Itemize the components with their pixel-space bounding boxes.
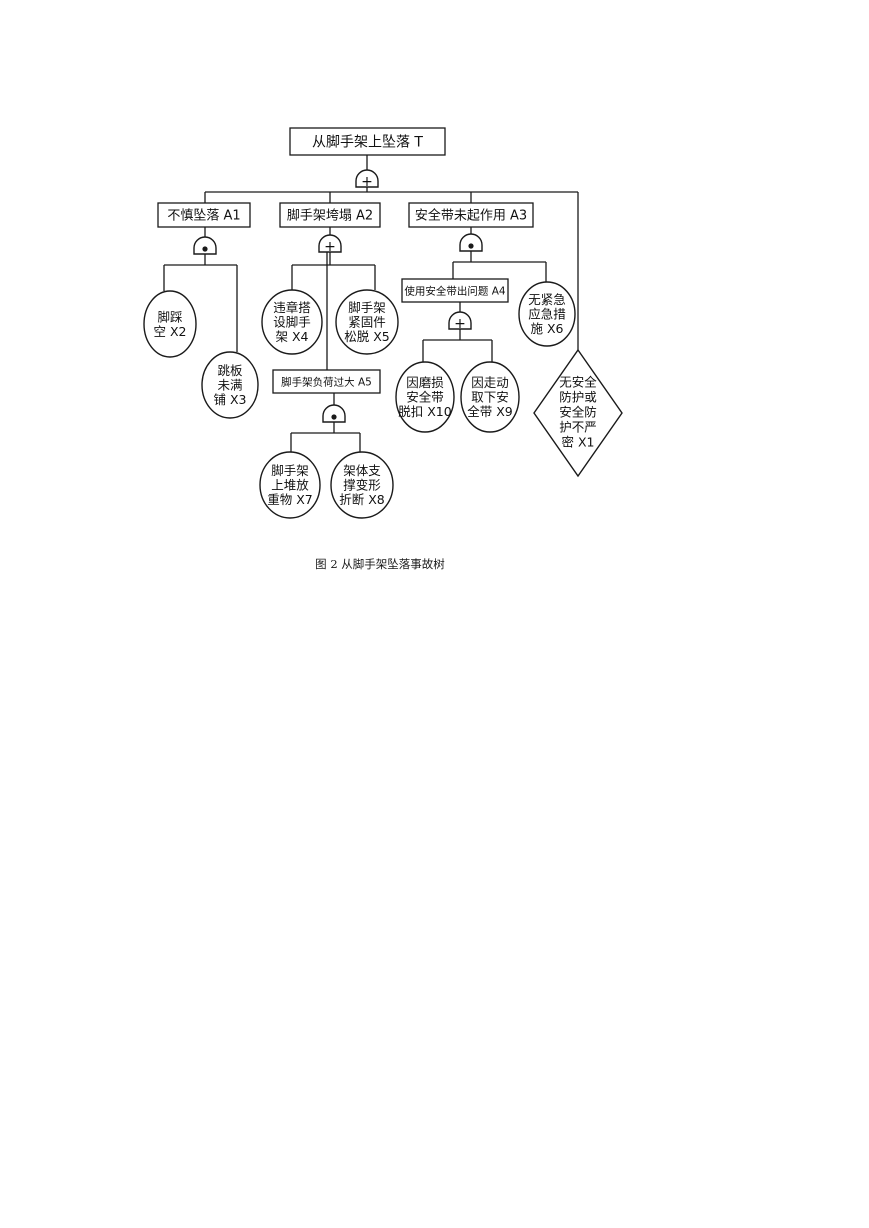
gate-t xyxy=(355,169,379,188)
basic-event-label-x5: 脚手架 xyxy=(348,300,386,315)
basic-event-label-x3: 跳板 xyxy=(217,363,243,378)
gate-a1-symbol xyxy=(202,246,208,252)
gate-a3 xyxy=(459,233,483,252)
basic-event-label-x8: 架体支 xyxy=(343,463,381,478)
basic-event-label-x10: 脱扣 X10 xyxy=(398,404,451,419)
basic-event-label-x2: 脚踩 xyxy=(157,309,183,324)
basic-event-x8 xyxy=(330,451,394,519)
basic-event-label-x2: 空 X2 xyxy=(154,324,187,339)
gate-t-symbol: + xyxy=(361,174,373,190)
basic-event-x7 xyxy=(259,451,321,519)
basic-event-label-x3: 铺 X3 xyxy=(214,392,247,407)
event-box-a3 xyxy=(408,202,534,228)
basic-event-label-x1: 防护或 xyxy=(559,390,597,405)
event-label-a2: 脚手架垮塌 A2 xyxy=(287,208,373,224)
basic-event-label-x5: 松脱 X5 xyxy=(344,329,390,344)
event-label-a1: 不慎坠落 A1 xyxy=(167,208,240,224)
basic-event-x10 xyxy=(395,361,455,433)
basic-event-label-x6: 无紧急 xyxy=(528,292,566,307)
event-label-t: 从脚手架上坠落 T xyxy=(312,135,423,151)
basic-event-label-x7: 脚手架 xyxy=(271,463,309,478)
basic-event-x2 xyxy=(143,290,197,358)
basic-event-label-x1: 护不严 xyxy=(559,420,597,435)
fault-tree-diagram: 从脚手架上坠落 T 不慎坠落 A1 脚手架垮塌 A2 安全带未起作用 A3 使用安全带出… xyxy=(143,127,623,519)
basic-event-x3 xyxy=(201,351,259,419)
gate-a4-symbol: + xyxy=(454,316,466,332)
event-box-t xyxy=(289,127,446,156)
basic-event-label-x10: 安全带 xyxy=(406,390,444,405)
gate-a2-symbol: + xyxy=(324,239,336,255)
basic-event-label-x4: 违章搭 xyxy=(273,300,311,315)
basic-event-label-x7: 上堆放 xyxy=(271,478,309,493)
basic-event-x9 xyxy=(460,361,520,433)
basic-event-label-x9: 因走动 xyxy=(471,375,509,390)
basic-event-label-x10: 因磨损 xyxy=(406,375,444,390)
basic-event-label-x1: 密 X1 xyxy=(562,435,595,450)
basic-event-label-x3: 未满 xyxy=(217,378,242,393)
event-label-a3: 安全带未起作用 A3 xyxy=(415,208,527,224)
event-box-a1 xyxy=(157,202,251,228)
basic-event-label-x6: 施 X6 xyxy=(531,321,564,336)
basic-event-x4 xyxy=(261,289,323,355)
basic-event-label-x8: 撑变形 xyxy=(343,478,381,493)
gate-a1 xyxy=(193,236,217,255)
gate-a4 xyxy=(448,311,472,330)
basic-event-label-x7: 重物 X7 xyxy=(267,492,313,507)
basic-event-x5 xyxy=(335,289,399,355)
basic-event-x6 xyxy=(518,281,576,347)
basic-event-label-x4: 设脚手 xyxy=(273,315,311,330)
event-label-a5: 脚手架负荷过大 A5 xyxy=(281,376,372,389)
gate-a5 xyxy=(322,404,346,423)
basic-event-label-x4: 架 X4 xyxy=(276,329,309,344)
basic-event-label-x6: 应急措 xyxy=(528,307,566,322)
undeveloped-event-x1 xyxy=(533,348,623,478)
gate-a5-symbol xyxy=(331,414,337,420)
basic-event-label-x9: 全带 X9 xyxy=(467,404,513,419)
gate-a2 xyxy=(318,234,342,253)
event-box-a4 xyxy=(401,278,509,303)
figure-caption: 图 2 从脚手架坠落事故树 xyxy=(315,557,445,571)
basic-event-label-x8: 折断 X8 xyxy=(339,492,385,507)
basic-event-label-x1: 安全防 xyxy=(559,405,597,420)
basic-event-label-x9: 取下安 xyxy=(471,390,509,405)
basic-event-label-x5: 紧固件 xyxy=(348,315,386,330)
basic-event-label-x1: 无安全 xyxy=(559,375,597,390)
event-label-a4: 使用安全带出问题 A4 xyxy=(404,285,506,298)
gate-a3-symbol xyxy=(468,243,474,249)
